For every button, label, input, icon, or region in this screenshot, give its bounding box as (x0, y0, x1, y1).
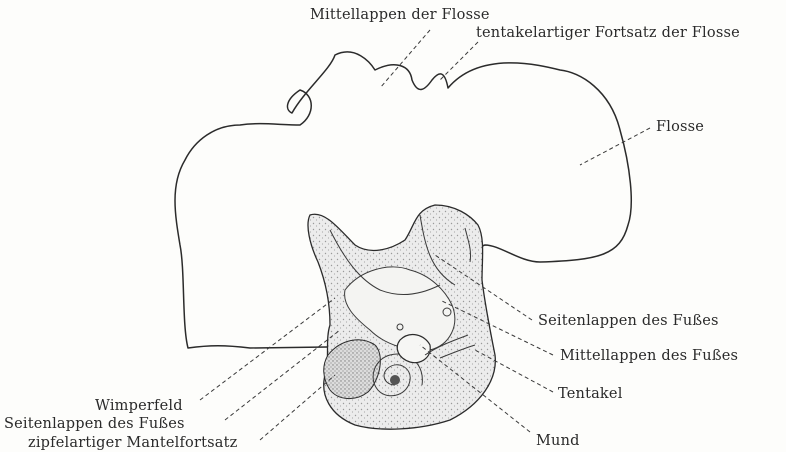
label-mantelfortsatz: zipfelartiger Mantelfortsatz (28, 435, 238, 451)
leader-wimperfeld (200, 298, 335, 400)
spiral-core (390, 375, 400, 385)
leader-seitenlappen-left (225, 330, 340, 420)
leader-tentakel-fortsatz (440, 42, 478, 80)
label-flosse: Flosse (656, 119, 704, 135)
label-tentakel: Tentakel (558, 386, 623, 402)
label-mittellappen-fuss: Mittellappen des Fußes (560, 348, 738, 364)
label-mittellappen-flosse: Mittellappen der Flosse (310, 7, 490, 23)
label-mund: Mund (536, 433, 580, 449)
leader-mittellappen-flosse (380, 30, 430, 88)
leader-flosse (580, 128, 650, 165)
label-wimperfeld: Wimperfeld (95, 398, 183, 414)
label-tentakel-fortsatz: tentakelartiger Fortsatz der Flosse (476, 25, 740, 41)
label-seitenlappen-left: Seitenlappen des Fußes (4, 416, 185, 432)
leader-mantelfortsatz (260, 375, 335, 440)
label-seitenlappen-right: Seitenlappen des Fußes (538, 313, 719, 329)
